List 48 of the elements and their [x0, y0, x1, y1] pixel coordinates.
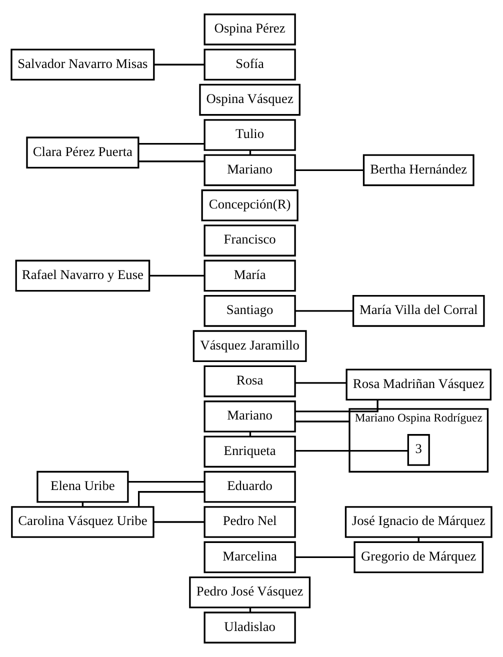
node-box: Sofía — [204, 48, 296, 81]
connector — [138, 160, 205, 162]
node-box: Ospina Pérez — [204, 14, 296, 46]
node-box: Eduardo — [204, 470, 296, 503]
node-box: Rosa — [204, 365, 296, 398]
connector — [249, 608, 252, 612]
node-box: Salvador Navarro Misas — [10, 48, 155, 81]
node-box: Pedro Nel — [204, 506, 296, 538]
node-box: Francisco — [204, 224, 296, 256]
node-box: Santiago — [204, 295, 296, 327]
connector — [149, 274, 204, 277]
connector — [295, 310, 354, 312]
node-box: Marcelina — [204, 541, 296, 574]
connector — [418, 537, 420, 542]
connector — [82, 502, 84, 507]
node-box: Clara Pérez Puerta — [26, 136, 140, 168]
node-box: Pedro José Vásquez — [189, 576, 311, 608]
node-box: Uladislao — [204, 612, 296, 644]
node-box: José Ignacio de Márquez — [344, 506, 492, 538]
connector — [154, 521, 205, 523]
connector — [295, 382, 346, 384]
connector — [138, 491, 204, 507]
connector — [295, 420, 350, 422]
connector — [154, 64, 205, 66]
node-box: Rafael Navarro y Euse — [15, 260, 150, 292]
node-box: María Villa del Corral — [352, 295, 485, 327]
connector — [249, 432, 252, 437]
connector — [295, 400, 378, 412]
node-box: Enriqueta — [204, 436, 296, 468]
node-box: Elena Uribe — [36, 470, 129, 503]
node-box: Gregorio de Márquez — [354, 541, 484, 574]
node-box: Tulio — [204, 119, 296, 151]
node-box: Mariano — [204, 400, 296, 432]
connector — [295, 450, 408, 452]
connector — [295, 169, 364, 171]
node-box: Ospina Vásquez — [199, 84, 300, 116]
node-box: María — [204, 260, 296, 292]
node-box: Concepción(R) — [201, 189, 298, 222]
connector — [138, 142, 205, 145]
connector — [249, 150, 252, 156]
node-box: Rosa Madriñan Vásquez — [346, 368, 492, 401]
node-box: Mariano — [204, 154, 296, 186]
connector — [295, 556, 354, 558]
node-box: Vásquez Jaramillo — [192, 330, 307, 362]
connector — [128, 480, 204, 483]
node-box: Bertha Hernández — [362, 154, 474, 186]
node-box: 3 — [407, 434, 430, 466]
node-box: Carolina Vásquez Uribe — [11, 506, 154, 538]
